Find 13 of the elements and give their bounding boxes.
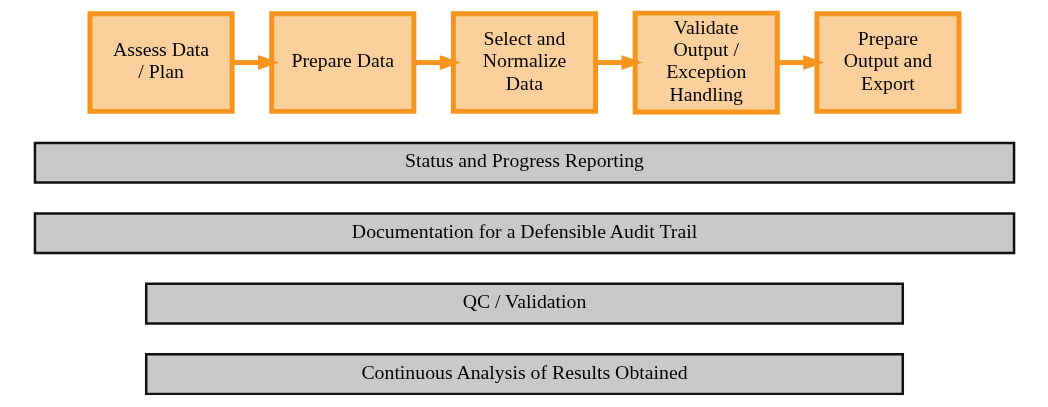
- node-box: Validate Output / Exception Handling: [632, 10, 780, 115]
- arrow: [413, 55, 461, 70]
- node-box: Select and Normalize Data: [450, 11, 598, 114]
- node-box: Prepare Data: [268, 11, 416, 114]
- arrow: [777, 55, 824, 70]
- node-box: Continuous Analysis of Results Obtained: [144, 353, 904, 396]
- node-box: Assess Data / Plan: [87, 11, 235, 114]
- node-box: QC / Validation: [144, 282, 904, 325]
- node-box: Documentation for a Defensible Audit Trail: [33, 212, 1015, 255]
- arrow: [231, 55, 279, 70]
- node-box: Status and Progress Reporting: [33, 141, 1015, 184]
- node-box: Prepare Output and Export: [813, 11, 961, 114]
- arrow: [595, 55, 643, 70]
